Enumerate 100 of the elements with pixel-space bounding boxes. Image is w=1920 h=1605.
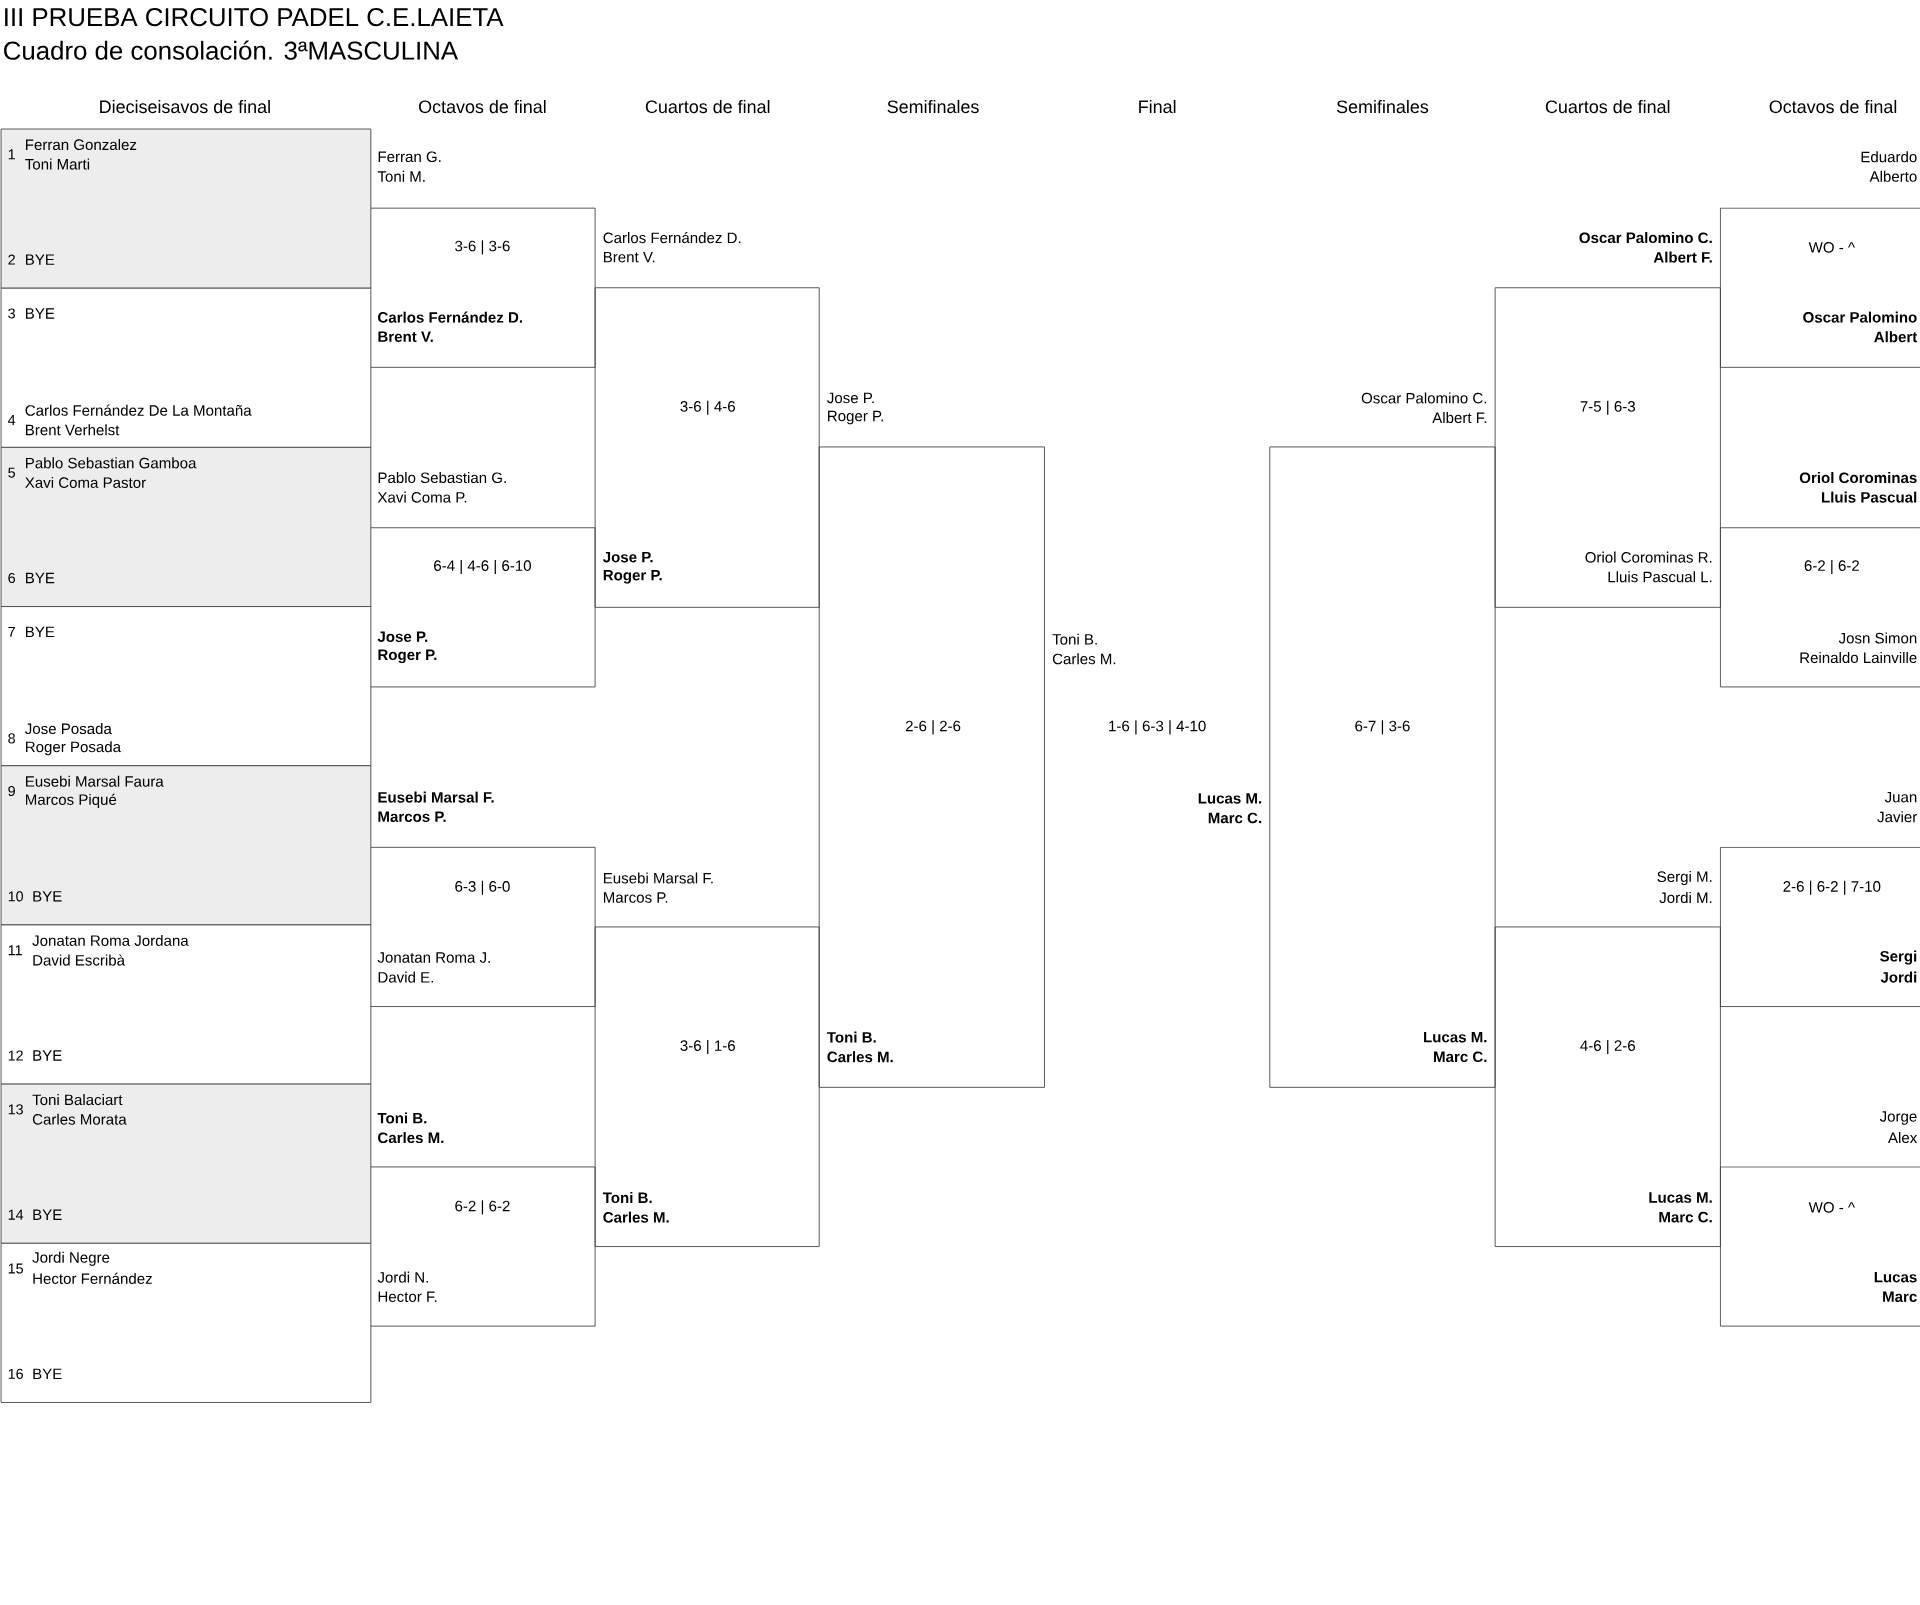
player-name: David Escribà [33, 954, 125, 966]
entry-box [0, 924, 372, 1085]
seed-number: 3 [8, 308, 15, 319]
winner-name: Carles M. [603, 1211, 669, 1223]
team-name: Oriol Corominas R. [1585, 551, 1712, 563]
round-heading: Octavos de final [419, 99, 546, 113]
player-name: BYE [26, 626, 55, 637]
team-name: Reinaldo Lainville [1800, 651, 1917, 663]
entry-box [0, 765, 372, 926]
winner-name: Lucas [1874, 1271, 1917, 1283]
player-name: Hector Fernández [33, 1272, 152, 1284]
match-score: 6-7 | 3-6 [1355, 720, 1410, 735]
round-heading: Cuartos de final [645, 99, 770, 113]
winner-name: Marc C. [1659, 1211, 1712, 1223]
player-name: Brent Verhelst [26, 424, 120, 436]
player-name: Jordi Negre [32, 1251, 110, 1266]
player-name: Carlos Fernández De La Montaña [25, 404, 252, 416]
winner-name: Roger P. [603, 569, 662, 584]
match-score: 3-6 | 1-6 [680, 1039, 735, 1054]
seed-number: 13 [8, 1104, 23, 1115]
team-name: Albert F. [1432, 411, 1487, 423]
seed-number: 2 [8, 254, 15, 265]
player-name: Ferran Gonzalez [26, 138, 137, 150]
player-name: BYE [33, 1209, 62, 1220]
team-name: Javier [1877, 811, 1917, 823]
player-name: Xavi Coma Pastor [25, 476, 146, 488]
team-name: Eusebi Marsal F. [604, 872, 713, 884]
seed-number: 1 [8, 149, 15, 160]
winner-name: Eusebi Marsal F. [378, 791, 494, 803]
team-name: Xavi Coma P. [377, 491, 467, 503]
seed-number: 14 [8, 1209, 24, 1220]
team-name: Carlos Fernández D. [603, 231, 741, 244]
team-name: Alberto [1869, 170, 1917, 182]
match-score: 3-6 | 3-6 [455, 240, 510, 255]
winner-name: Carles M. [827, 1051, 893, 1063]
seed-number: 7 [8, 626, 15, 637]
player-name: Jonatan Roma Jordana [32, 934, 189, 946]
winner-name: Albert [1874, 331, 1918, 343]
team-name: Roger P. [828, 410, 883, 425]
team-name: Carles M. [1052, 653, 1116, 665]
player-name: BYE [33, 891, 62, 902]
seed-number: 6 [8, 572, 15, 583]
player-name: BYE [26, 572, 55, 583]
entry-box [0, 446, 372, 607]
seed-number: 5 [8, 467, 15, 478]
match-score: 1-6 | 6-3 | 4-10 [1109, 720, 1206, 735]
player-name: Toni Marti [25, 158, 90, 170]
winner-name: Marc [1883, 1291, 1917, 1302]
round-heading: Cuartos de final [1545, 99, 1670, 113]
winner-name: Brent V. [378, 331, 433, 342]
team-name: Juan [1884, 791, 1917, 803]
entry-box [0, 1242, 372, 1403]
team-name: Jordi N. [377, 1271, 428, 1283]
winner-name: Marc C. [1434, 1051, 1487, 1062]
team-name: Josn Simon [1838, 632, 1917, 644]
team-name: Alex [1888, 1131, 1918, 1143]
match-score: 6-4 | 4-6 | 6-10 [434, 559, 531, 574]
player-name: BYE [26, 254, 55, 265]
team-name: Jorge [1879, 1111, 1917, 1125]
team-name: Jose P. [827, 392, 874, 404]
winner-name: Oscar Palomino [1803, 311, 1917, 323]
team-name: Sergi M. [1657, 870, 1712, 885]
entry-box [0, 606, 372, 767]
winner-name: Toni B. [377, 1112, 427, 1124]
match-score: 6-3 | 6-0 [455, 880, 510, 895]
winner-name: Jordi [1880, 971, 1917, 983]
player-name: BYE [33, 1368, 62, 1379]
round-heading: Semifinales [1336, 99, 1429, 113]
seed-number: 16 [8, 1368, 23, 1379]
winner-name: Oscar Palomino C. [1579, 231, 1712, 243]
winner-name: Lucas M. [1649, 1192, 1712, 1203]
match-score: 7-5 | 6-3 [1580, 400, 1635, 415]
winner-name: Lucas M. [1198, 793, 1262, 804]
round-heading: Octavos de final [1769, 99, 1897, 113]
winner-name: Roger P. [378, 649, 437, 663]
winner-name: Jose P. [602, 551, 653, 563]
seed-number: 11 [8, 945, 22, 955]
match-score: 6-2 | 6-2 [1804, 559, 1859, 574]
title: III PRUEBA CIRCUITO PADEL C.E.LAIETA [5, 7, 504, 27]
seed-number: 10 [8, 891, 24, 902]
winner-name: Marc C. [1208, 812, 1262, 824]
player-name: Toni Balaciart [32, 1093, 123, 1105]
round-heading: Final [1139, 99, 1176, 113]
team-name: Jordi M. [1659, 891, 1712, 903]
seed-number: 8 [8, 733, 15, 744]
player-name: Eusebi Marsal Faura [26, 775, 164, 787]
entry-box [0, 1083, 372, 1244]
subtitle: Cuadro de consolación. 3ªMASCULINA [4, 40, 459, 60]
player-name: Pablo Sebastian Gamboa [26, 457, 197, 469]
match-score: 2-6 | 6-2 | 7-10 [1783, 880, 1881, 895]
match-score: 2-6 | 2-6 [905, 720, 961, 735]
match-score: 6-2 | 6-2 [455, 1200, 510, 1215]
player-name: BYE [26, 308, 55, 319]
seed-number: 4 [8, 414, 16, 425]
team-name: Pablo Sebastian G. [378, 471, 506, 483]
seed-number: 9 [8, 785, 15, 796]
team-name: Marcos P. [604, 892, 668, 903]
match-score: WO - ^ [1808, 241, 1855, 253]
winner-name: Toni B. [827, 1031, 876, 1043]
seed-number: 12 [8, 1050, 23, 1061]
